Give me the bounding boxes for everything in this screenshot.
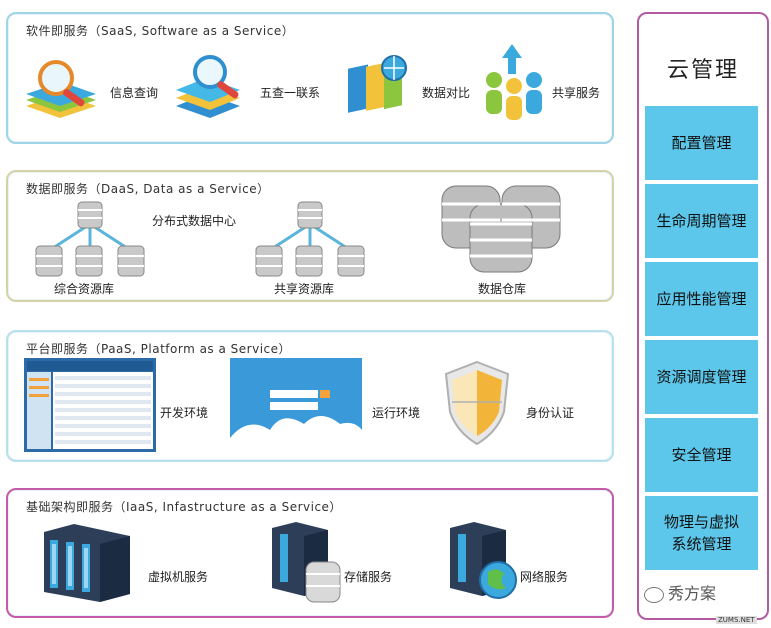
wechat-icon — [644, 586, 664, 603]
cloud-management-item-2: 应用性能管理 — [645, 262, 758, 336]
paas-panel: 平台即服务（PaaS, Platform as a Service） 开发环境 — [6, 330, 614, 462]
watermark-label: 秀方案 — [668, 584, 717, 603]
daas-item-label-2: 数据仓库 — [478, 282, 527, 296]
database-stack-icon — [441, 185, 561, 273]
iaas-item-label-0: 虚拟机服务 — [148, 570, 209, 584]
paas-item-label-1: 运行环境 — [372, 406, 421, 420]
server-globe-icon — [450, 522, 517, 599]
paas-item-label-2: 身份认证 — [526, 406, 575, 420]
cloud-management-item-0: 配置管理 — [645, 106, 758, 180]
cloud-management-title: 云管理 — [666, 58, 739, 83]
shield-icon — [444, 360, 510, 446]
watermark-small: ZUMS.NET — [716, 616, 757, 624]
iaas-item-label-2: 网络服务 — [520, 570, 569, 584]
database-tree-icon — [35, 201, 145, 277]
people-share-icon — [486, 44, 542, 120]
daas-panel: 数据即服务（DaaS, Data as a Service） 分布式数据中心 综… — [6, 170, 614, 302]
saas-item-label-1: 五查一联系 — [260, 86, 321, 100]
cloud-management-item-3: 资源调度管理 — [645, 340, 758, 414]
ide-screenshot-icon — [24, 358, 156, 452]
cloud-management-panel: 云管理 配置管理 生命周期管理 应用性能管理 资源调度管理 安全管理 物理与虚拟… — [637, 12, 769, 620]
daas-title: 数据即服务（DaaS, Data as a Service） — [26, 182, 270, 196]
cloud-management-item-5: 物理与虚拟系统管理 — [645, 496, 758, 570]
saas-panel: 软件即服务（SaaS, Software as a Service） 信息查询 … — [6, 12, 614, 144]
iaas-panel: 基础架构即服务（IaaS, Infastructure as a Service… — [6, 488, 614, 618]
server-rack-icon — [44, 524, 130, 602]
daas-item-label-1: 共享资源库 — [274, 282, 335, 296]
iaas-item-label-1: 存储服务 — [344, 570, 393, 584]
paas-item-label-0: 开发环境 — [160, 406, 209, 420]
saas-item-label-2: 数据对比 — [422, 86, 471, 100]
cloud-login-icon — [230, 358, 362, 452]
iaas-title: 基础架构即服务（IaaS, Infastructure as a Service… — [26, 500, 342, 514]
watermark-text: 秀方案 — [644, 580, 716, 604]
saas-item-label-0: 信息查询 — [110, 86, 159, 100]
saas-title: 软件即服务（SaaS, Software as a Service） — [26, 24, 295, 38]
cloud-management-item-1: 生命周期管理 — [645, 184, 758, 258]
magnifier-books-icon — [26, 60, 96, 118]
saas-item-label-3: 共享服务 — [552, 86, 601, 100]
daas-item-label-0: 综合资源库 — [54, 282, 115, 296]
server-storage-icon — [272, 522, 341, 603]
folders-globe-icon — [348, 55, 407, 113]
cloud-management-item-4: 安全管理 — [645, 418, 758, 492]
daas-center-label: 分布式数据中心 — [152, 214, 237, 228]
paas-title: 平台即服务（PaaS, Platform as a Service） — [26, 342, 292, 356]
magnifier-stack-icon — [176, 55, 240, 118]
database-tree-icon — [255, 201, 365, 277]
